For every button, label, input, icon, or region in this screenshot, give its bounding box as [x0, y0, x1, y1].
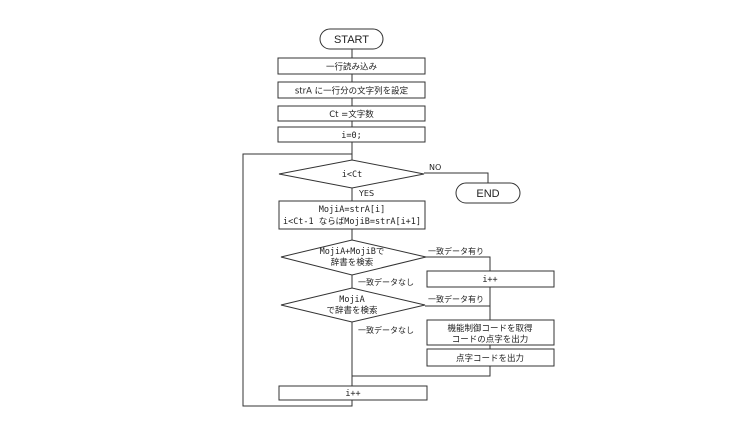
- output-braille-label: 点字コードを出力: [456, 353, 524, 364]
- func-line1-label: 機能制御コードを取得: [447, 323, 533, 334]
- moji-line1-label: MojiA=strA[i]: [319, 205, 386, 215]
- start-label: START: [334, 34, 369, 46]
- process-set-string: strA に一行分の文字列を設定: [277, 81, 426, 99]
- process-function-code: 機能制御コードを取得 コードの点字を出力: [426, 319, 555, 346]
- match-ab-label: 一致データ有り: [428, 246, 484, 256]
- connector-match-ab: [426, 256, 491, 271]
- start-terminator: START: [319, 28, 384, 50]
- connector-no-end: [424, 172, 489, 183]
- end-terminator: END: [455, 182, 521, 204]
- connectors: [242, 49, 491, 407]
- process-read-line: 一行読み込み: [277, 57, 426, 75]
- process-output-braille: 点字コードを出力: [426, 348, 555, 367]
- set-string-label: strA に一行分の文字列を設定: [295, 86, 409, 97]
- loop-cond-label: i<Ct: [342, 170, 362, 180]
- process-increment-right: i++: [426, 270, 555, 288]
- decision-search-a: MojiA で辞書を検索: [280, 287, 426, 323]
- no-label: NO: [429, 163, 441, 172]
- init-i-label: i=0;: [341, 131, 361, 141]
- inc-right-label: i++: [482, 275, 497, 285]
- process-increment-bottom: i++: [278, 385, 428, 401]
- end-label: END: [476, 188, 499, 200]
- nomatch-ab-label: 一致データなし: [358, 277, 414, 287]
- func-line2-label: コードの点字を出力: [452, 334, 529, 345]
- moji-line2-label: i<Ct-1 ならばMojiB=strA[i+1]: [283, 217, 421, 227]
- search-a-line1-label: MojiA: [339, 295, 365, 305]
- connector-output-merge: [352, 366, 491, 377]
- process-count: Ct =文字数: [277, 105, 426, 122]
- decision-loop: i<Ct: [278, 159, 425, 189]
- process-init-i: i=0;: [277, 126, 426, 143]
- search-ab-line1-label: MojiA+MojiBで: [320, 247, 385, 257]
- inc-bottom-label: i++: [345, 389, 360, 399]
- search-ab-line2-label: 辞書を検索: [331, 257, 374, 268]
- yes-label: YES: [358, 189, 374, 198]
- decision-search-ab: MojiA+MojiBで 辞書を検索: [280, 239, 427, 276]
- count-label: Ct =文字数: [329, 109, 374, 120]
- connector-loop-back: [242, 153, 353, 407]
- match-a-label: 一致データ有り: [428, 294, 484, 304]
- process-moji-assign: MojiA=strA[i] i<Ct-1 ならばMojiB=strA[i+1]: [278, 200, 426, 230]
- read-line-label: 一行読み込み: [326, 62, 378, 73]
- search-a-line2-label: で辞書を検索: [326, 305, 377, 316]
- nomatch-a-label: 一致データなし: [358, 325, 414, 335]
